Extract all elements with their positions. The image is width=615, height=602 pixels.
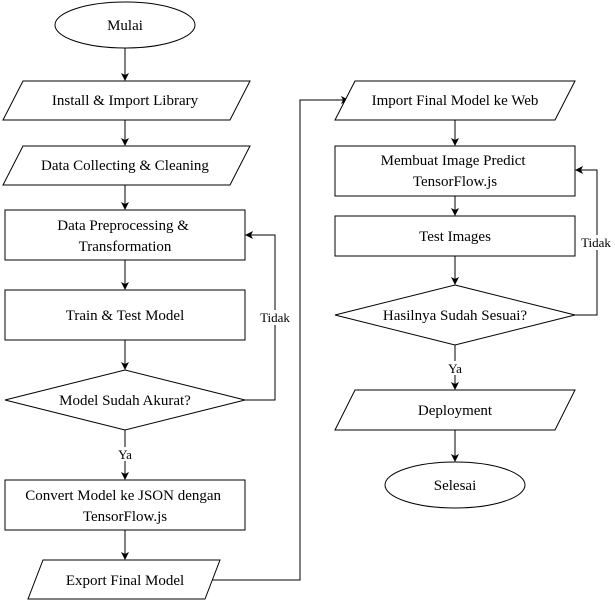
export-model-label: Export Final Model: [66, 573, 184, 589]
install-library-label: Install & Import Library: [52, 93, 199, 109]
result-match-label: Hasilnya Sudah Sesuai?: [383, 308, 527, 324]
image-predict-label: Membuat Image Predict TensorFlow.js: [381, 153, 530, 190]
convert-model-step: [4, 479, 246, 531]
end-terminal: [384, 461, 526, 509]
export-model-step: [27, 559, 221, 600]
data-collecting-label: Data Collecting & Cleaning: [41, 158, 209, 174]
d2-yes-label-bg: [444, 361, 466, 375]
end-label: Selesai: [434, 478, 477, 494]
test-images-label: Test Images: [419, 229, 491, 245]
d1-yes-label: Ya: [118, 447, 132, 462]
data-collecting-step: [2, 145, 251, 186]
import-model-step: [334, 80, 576, 121]
start-label: Mulai: [107, 18, 143, 34]
d2-no-label-bg: [577, 235, 614, 250]
d2-no-label: Tidak: [581, 235, 611, 250]
deployment-step: [334, 389, 576, 431]
d2-yes-label: Ya: [448, 361, 462, 376]
install-library-step: [2, 80, 251, 121]
convert-model-label: Convert Model ke JSON dengan TensorFlow.…: [25, 488, 225, 525]
image-predict-step: [334, 145, 576, 197]
arrow-export-to-import: [212, 96, 349, 581]
deployment-label: Deployment: [418, 403, 493, 419]
import-model-label: Import Final Model ke Web: [372, 93, 539, 109]
data-preprocessing-label: Data Preprocessing & Transformation: [57, 218, 192, 255]
d1-no-label-bg: [256, 310, 294, 325]
d1-no-label: Tidak: [260, 310, 290, 325]
train-test-label: Train & Test Model: [66, 308, 185, 324]
model-accurate-label: Model Sudah Akurat?: [59, 393, 191, 409]
d1-yes-label-bg: [114, 447, 136, 461]
